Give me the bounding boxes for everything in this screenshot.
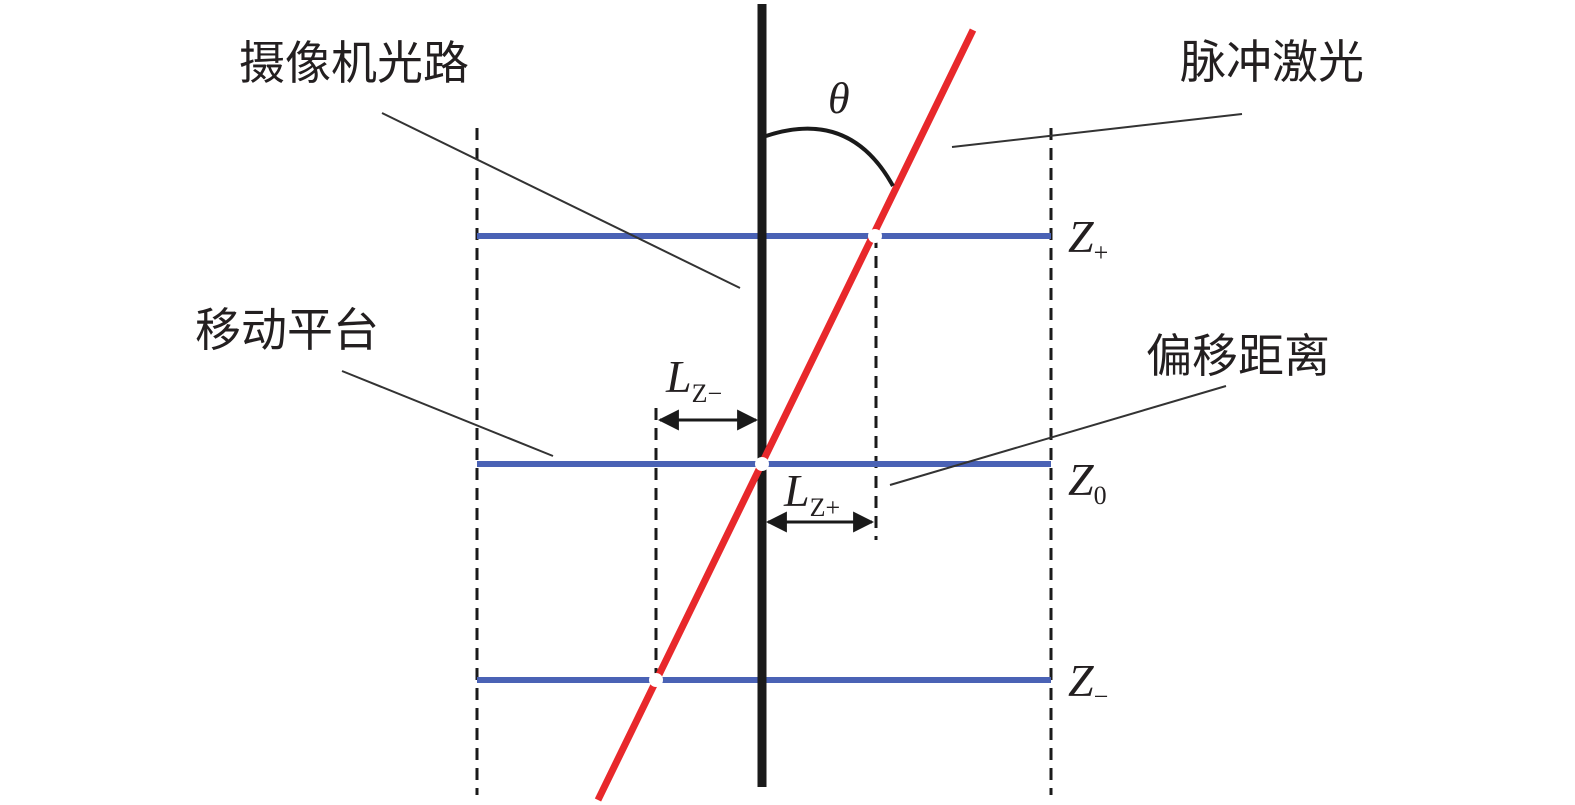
leader-line-offset-distance bbox=[889, 385, 1227, 486]
l-z-plus-sub: Z+ bbox=[810, 493, 841, 522]
z-plus-sub: + bbox=[1094, 238, 1109, 267]
l-z-plus-main: L bbox=[783, 465, 810, 516]
z-minus-sub: − bbox=[1094, 682, 1109, 711]
l-z-minus-main: L bbox=[665, 351, 692, 402]
z-zero-label: Z0 bbox=[1068, 454, 1107, 510]
l-z-plus-label: LZ+ bbox=[783, 465, 840, 522]
z-zero-sub: 0 bbox=[1094, 481, 1107, 510]
leader-line-moving-platform bbox=[341, 370, 554, 457]
intersection-point-z-zero bbox=[755, 457, 769, 471]
z-plus-label: Z+ bbox=[1068, 211, 1108, 267]
pulse-laser-label: 脉冲激光 bbox=[1180, 35, 1364, 89]
pulse-laser-beam bbox=[594, 28, 977, 802]
z-zero-main: Z bbox=[1068, 454, 1094, 505]
theta-label: θ bbox=[828, 74, 850, 123]
z-plus-main: Z bbox=[1068, 211, 1094, 262]
z-minus-main: Z bbox=[1068, 655, 1094, 706]
l-z-minus-label: LZ− bbox=[665, 351, 722, 408]
intersection-point-z-plus bbox=[868, 229, 882, 243]
z-minus-label: Z− bbox=[1068, 655, 1108, 711]
offset-distance-label: 偏移距离 bbox=[1146, 329, 1330, 383]
leader-line-pulse-laser bbox=[951, 113, 1243, 148]
l-z-minus-sub: Z− bbox=[692, 379, 723, 408]
leader-line-camera-path bbox=[381, 112, 741, 289]
intersection-point-z-minus bbox=[649, 673, 663, 687]
moving-platform-label: 移动平台 bbox=[195, 303, 379, 357]
theta-angle-arc bbox=[765, 126, 895, 187]
camera-path-label: 摄像机光路 bbox=[239, 36, 469, 90]
